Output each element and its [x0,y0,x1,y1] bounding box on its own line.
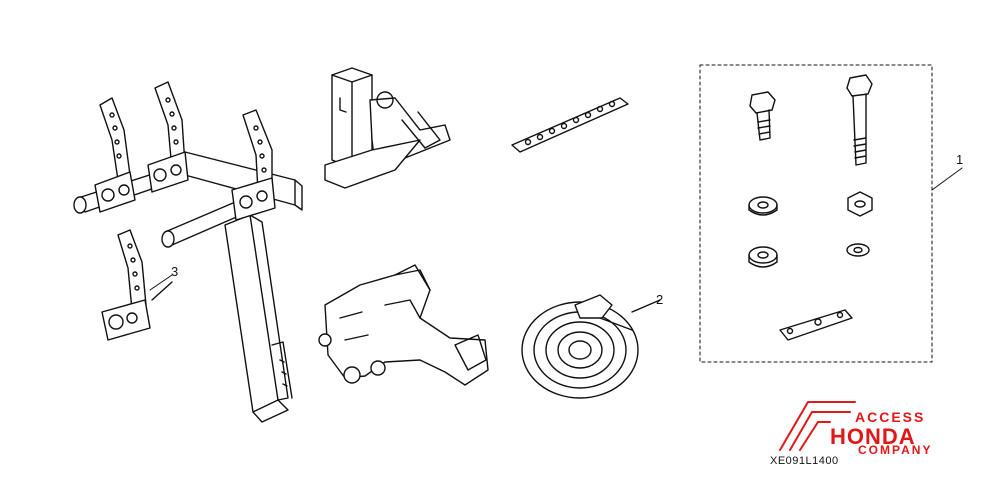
flat-washer [748,196,778,214]
part-code: XE091L1400 [770,455,839,467]
logo-line-company: COMPANY [858,443,933,457]
honda-logo-graphic [779,401,856,451]
loose-cradle [101,229,173,341]
lock-washer [748,246,778,264]
cradle-2 [147,81,189,193]
logo-line-honda: HONDA [830,424,916,449]
frame-bracket [318,264,489,386]
cradle-1 [94,97,136,213]
bike-rack-assembly [73,81,303,423]
small-washer [846,243,870,257]
callout-3: 3 [171,264,179,279]
short-bolt [749,91,776,114]
hitch-receiver [324,67,451,189]
perforated-strap [511,97,629,153]
hex-nut [847,191,873,217]
long-bolt [846,74,873,97]
callout-1: 1 [956,152,964,167]
callout-2: 2 [656,292,664,307]
strap-roll [521,294,661,399]
logo-line-access: ACCESS [855,409,926,425]
cradle-3 [231,109,276,221]
hardware-kit [699,64,963,363]
leader-line-3 [149,274,173,291]
